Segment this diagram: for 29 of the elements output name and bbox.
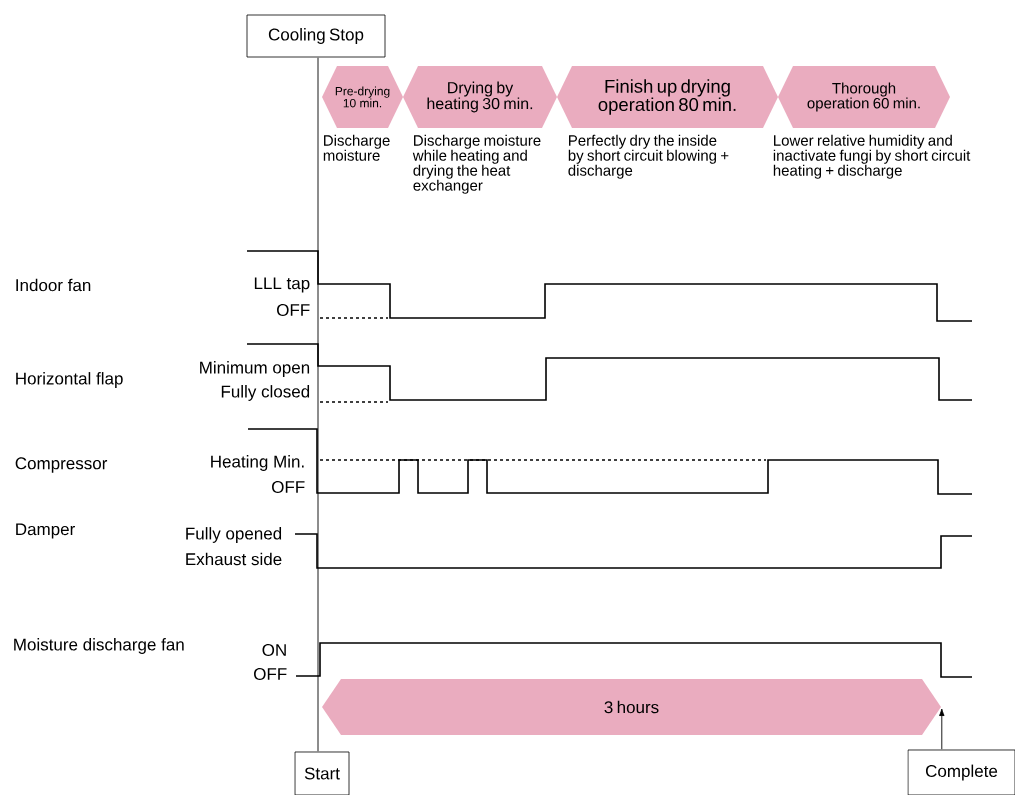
phase-hexagon: Thorough operation 60 min. (778, 66, 950, 128)
description-text: Lower relative humidity and inactivate fungi by short circuit heating + discharge (773, 134, 971, 179)
signal-label: ON (262, 644, 286, 656)
signal-label: Fully opened (186, 527, 282, 543)
signal-label: OFF (277, 304, 310, 316)
description-text: Discharge moisture (323, 134, 390, 161)
label-box: Complete (907, 749, 1015, 795)
label-box: Cooling Stop (246, 14, 386, 58)
signal-label: Indoor fan (16, 278, 91, 292)
signal-label: Moisture discharge fan (14, 638, 184, 654)
description-text: Perfectly dry the inside by short circuit blowing + discharge (568, 134, 729, 179)
signal-label: LLL tap (254, 277, 310, 293)
phase-hexagon: Pre-drying 10 min. (322, 66, 403, 128)
signal-label: OFF (272, 481, 305, 493)
phase-hexagon: Drying by heating 30 min. (403, 66, 557, 128)
signal-label: Fully closed (221, 385, 310, 401)
label-box: Start (294, 751, 350, 795)
arrow (939, 708, 945, 750)
signal-label: Exhaust side (186, 552, 282, 566)
signal-label: Heating Min. (211, 455, 304, 471)
signal-label: OFF (254, 668, 287, 680)
timeline-line (317, 57, 319, 752)
description-text: Discharge moisture while heating and drying the heat exchanger (412, 134, 541, 194)
signal-label: Compressor (15, 457, 108, 473)
signal-label: Damper (16, 523, 75, 539)
signal-label: Minimum open (200, 361, 310, 377)
phase-hexagon: Finish up drying operation 80 min. (557, 66, 778, 128)
duration-band: 3 hours (322, 679, 941, 735)
signal-label: Horizontal flap (16, 372, 123, 388)
